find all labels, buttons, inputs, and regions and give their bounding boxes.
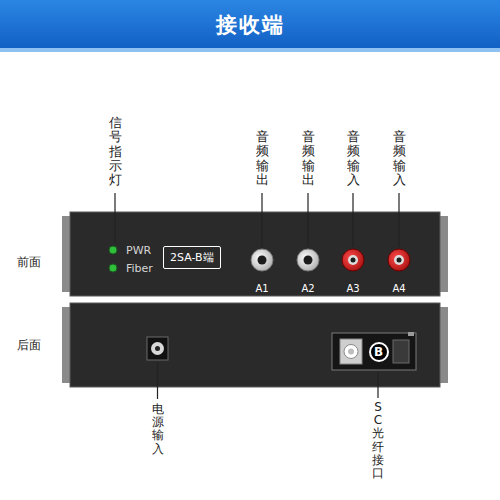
callout-label: 电源输入 [152,403,164,456]
panel-text: PWR [126,244,151,257]
panel-text: A4 [392,283,405,294]
title-banner [0,0,500,48]
front-panel [70,212,440,296]
callout-label: SC光纤接口 [372,401,384,480]
side-label: 前面 [17,254,41,271]
rca-jack [388,249,410,271]
sc-connector [332,332,416,370]
power-jack [147,337,168,360]
callout-label: 音频输出 [302,130,315,187]
panel-text: Fiber [126,262,153,275]
rear-panel [70,303,440,387]
port-marker: B [369,342,389,362]
callout-label: 音频输出 [256,130,269,187]
fiber-led [109,264,117,272]
banner-strip [0,48,500,52]
callout-label: 音频输入 [347,130,360,187]
rca-jack [342,249,364,271]
badge-text: 2SA-B端 [170,250,214,265]
front-panel-face: PWR FiberA1 A2 A3 A4 2SA-B端 [70,212,440,296]
leader-lines [115,193,399,399]
port-letter: B [374,346,383,358]
side-label: 后面 [17,337,41,354]
panel-text: A1 [255,283,268,294]
page-title: 接收端 [216,11,285,39]
model-badge: 2SA-B端 [163,246,221,269]
panel-text: A3 [346,283,359,294]
callout-label: 音频输入 [393,130,406,187]
callout-label: 信号指示灯 [109,116,122,187]
panel-text: A2 [301,283,314,294]
pwr-led [109,246,117,254]
rca-jack [297,249,319,271]
rca-jack [251,249,273,271]
